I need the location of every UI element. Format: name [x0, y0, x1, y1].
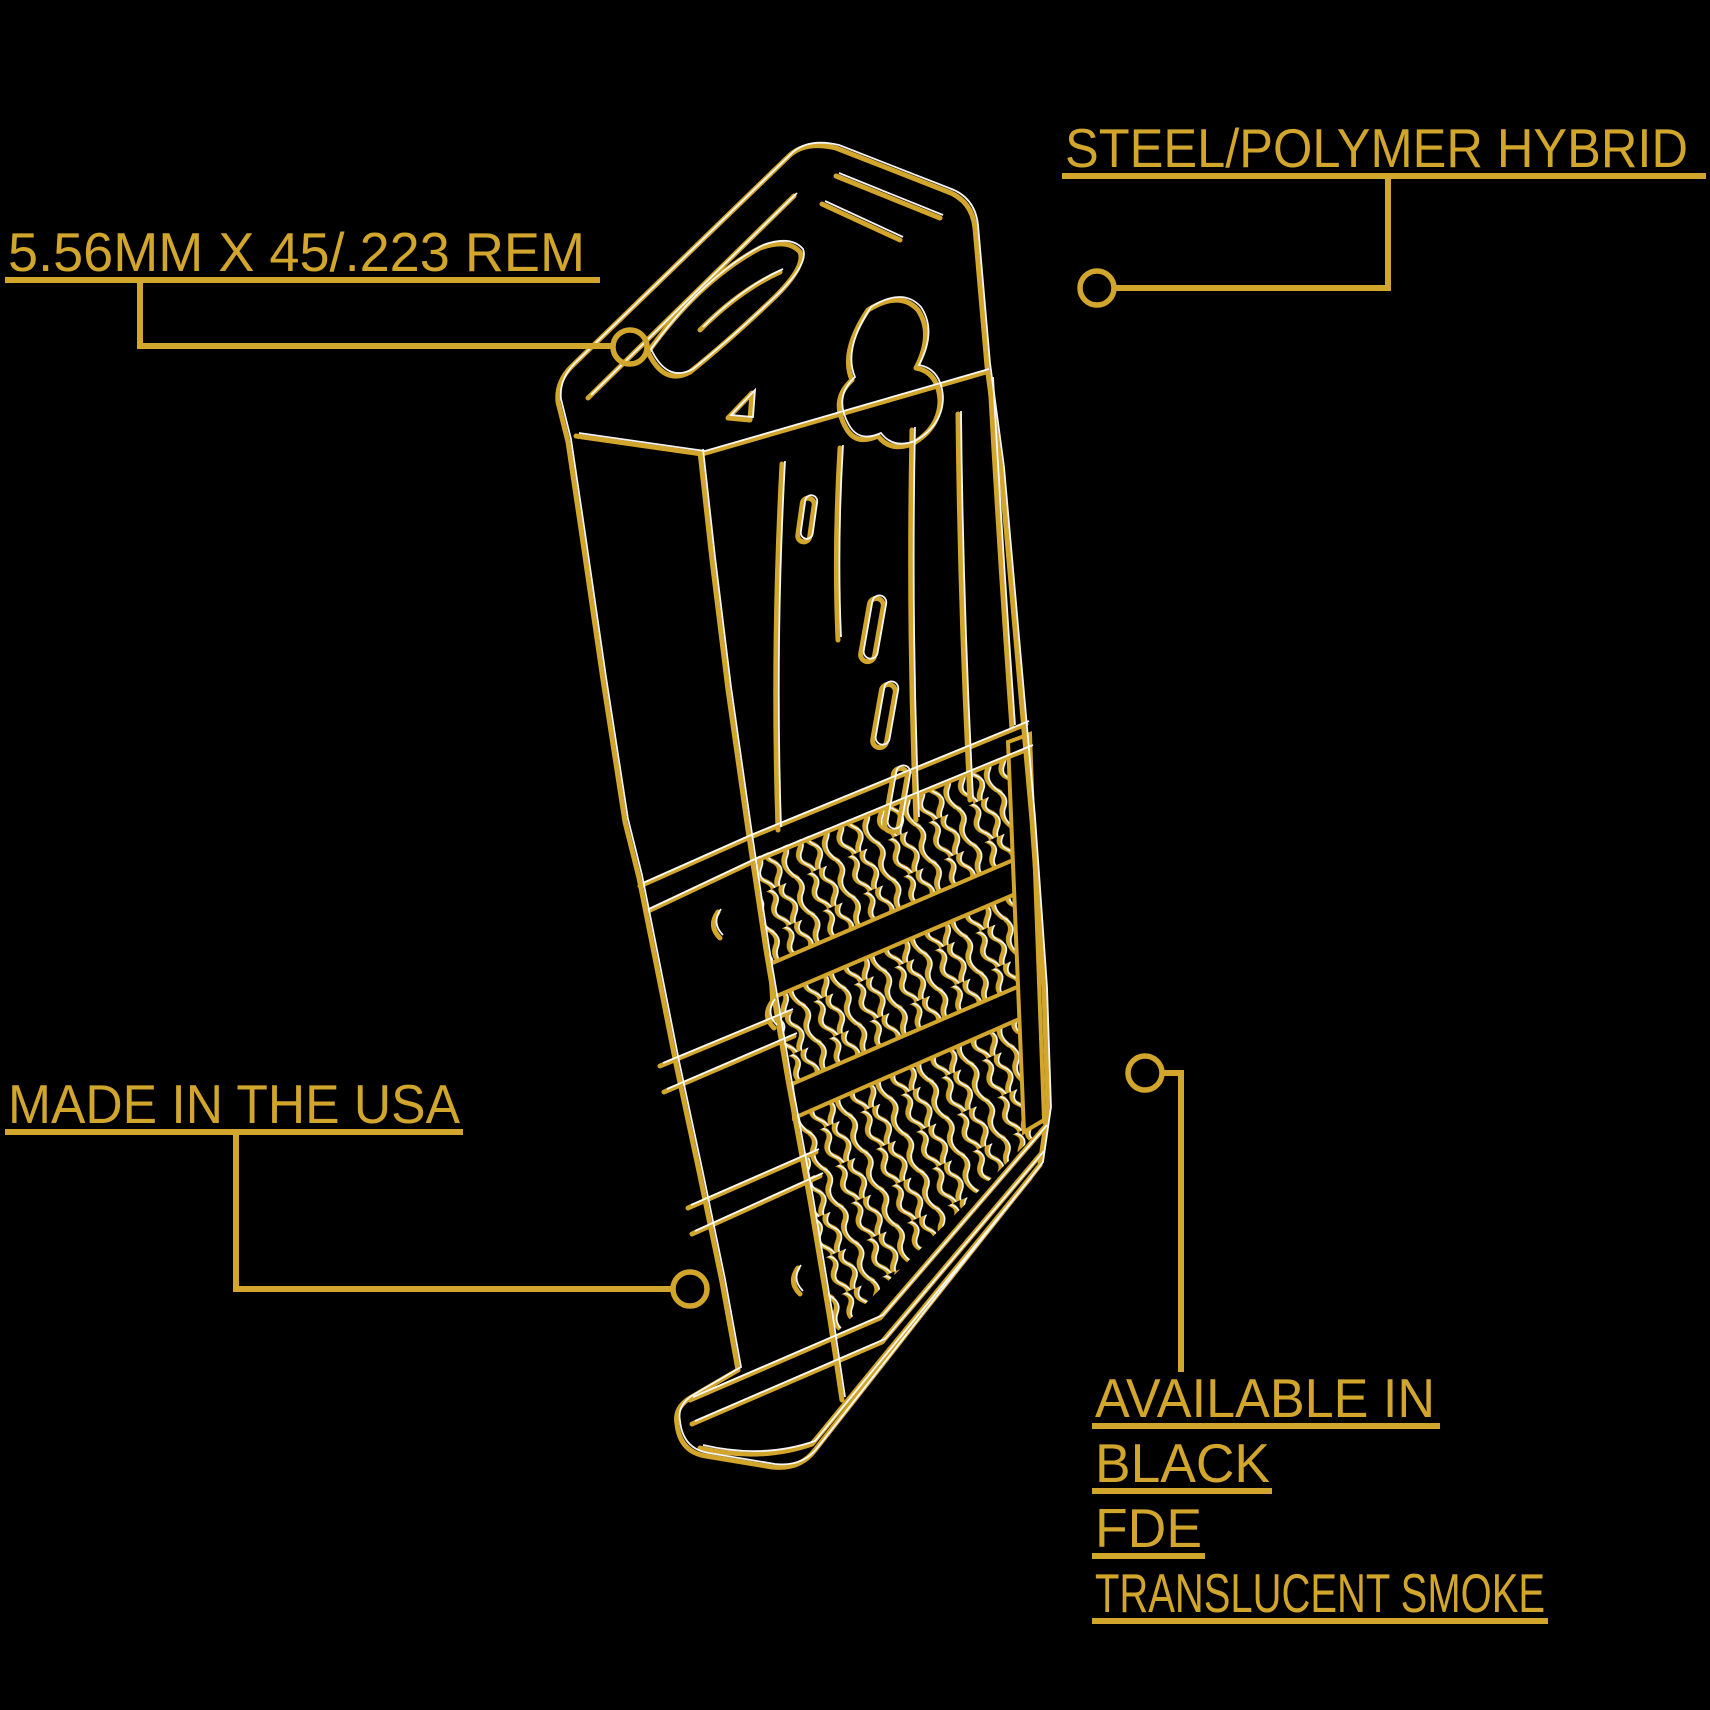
callout-caliber: 5.56MM X 45/.223 REM	[5, 221, 650, 367]
callout-material: STEEL/POLYMER HYBRID	[1062, 117, 1706, 308]
body-corner-edge	[697, 449, 845, 1403]
callout-finishes: AVAILABLE IN BLACK FDE TRANSLUCENT SMOKE	[1092, 1053, 1548, 1624]
caliber-leader-line	[137, 283, 612, 349]
finish-option-fde: FDE	[1095, 1497, 1202, 1559]
finish-option-translucent-smoke: TRANSLUCENT SMOKE	[1095, 1562, 1545, 1624]
texture-panels	[754, 731, 1047, 1336]
material-leader-line	[1116, 179, 1391, 291]
caliber-callout-circle	[610, 327, 650, 367]
callout-labels: 5.56MM X 45/.223 REM STEEL/POLYMER HYBRI…	[5, 117, 1706, 1624]
origin-label: MADE IN THE USA	[8, 1073, 460, 1135]
material-callout-circle	[1077, 268, 1117, 308]
finishes-title: AVAILABLE IN	[1095, 1367, 1435, 1429]
callout-origin: MADE IN THE USA	[5, 1073, 710, 1309]
finishes-leader-line	[1162, 1070, 1184, 1372]
magazine-illustration	[555, 143, 1051, 1470]
caliber-label: 5.56MM X 45/.223 REM	[8, 221, 585, 283]
finish-option-black: BLACK	[1095, 1432, 1270, 1494]
material-label: STEEL/POLYMER HYBRID	[1065, 117, 1688, 179]
origin-callout-circle	[670, 1269, 710, 1309]
origin-leader-line	[233, 1135, 672, 1292]
